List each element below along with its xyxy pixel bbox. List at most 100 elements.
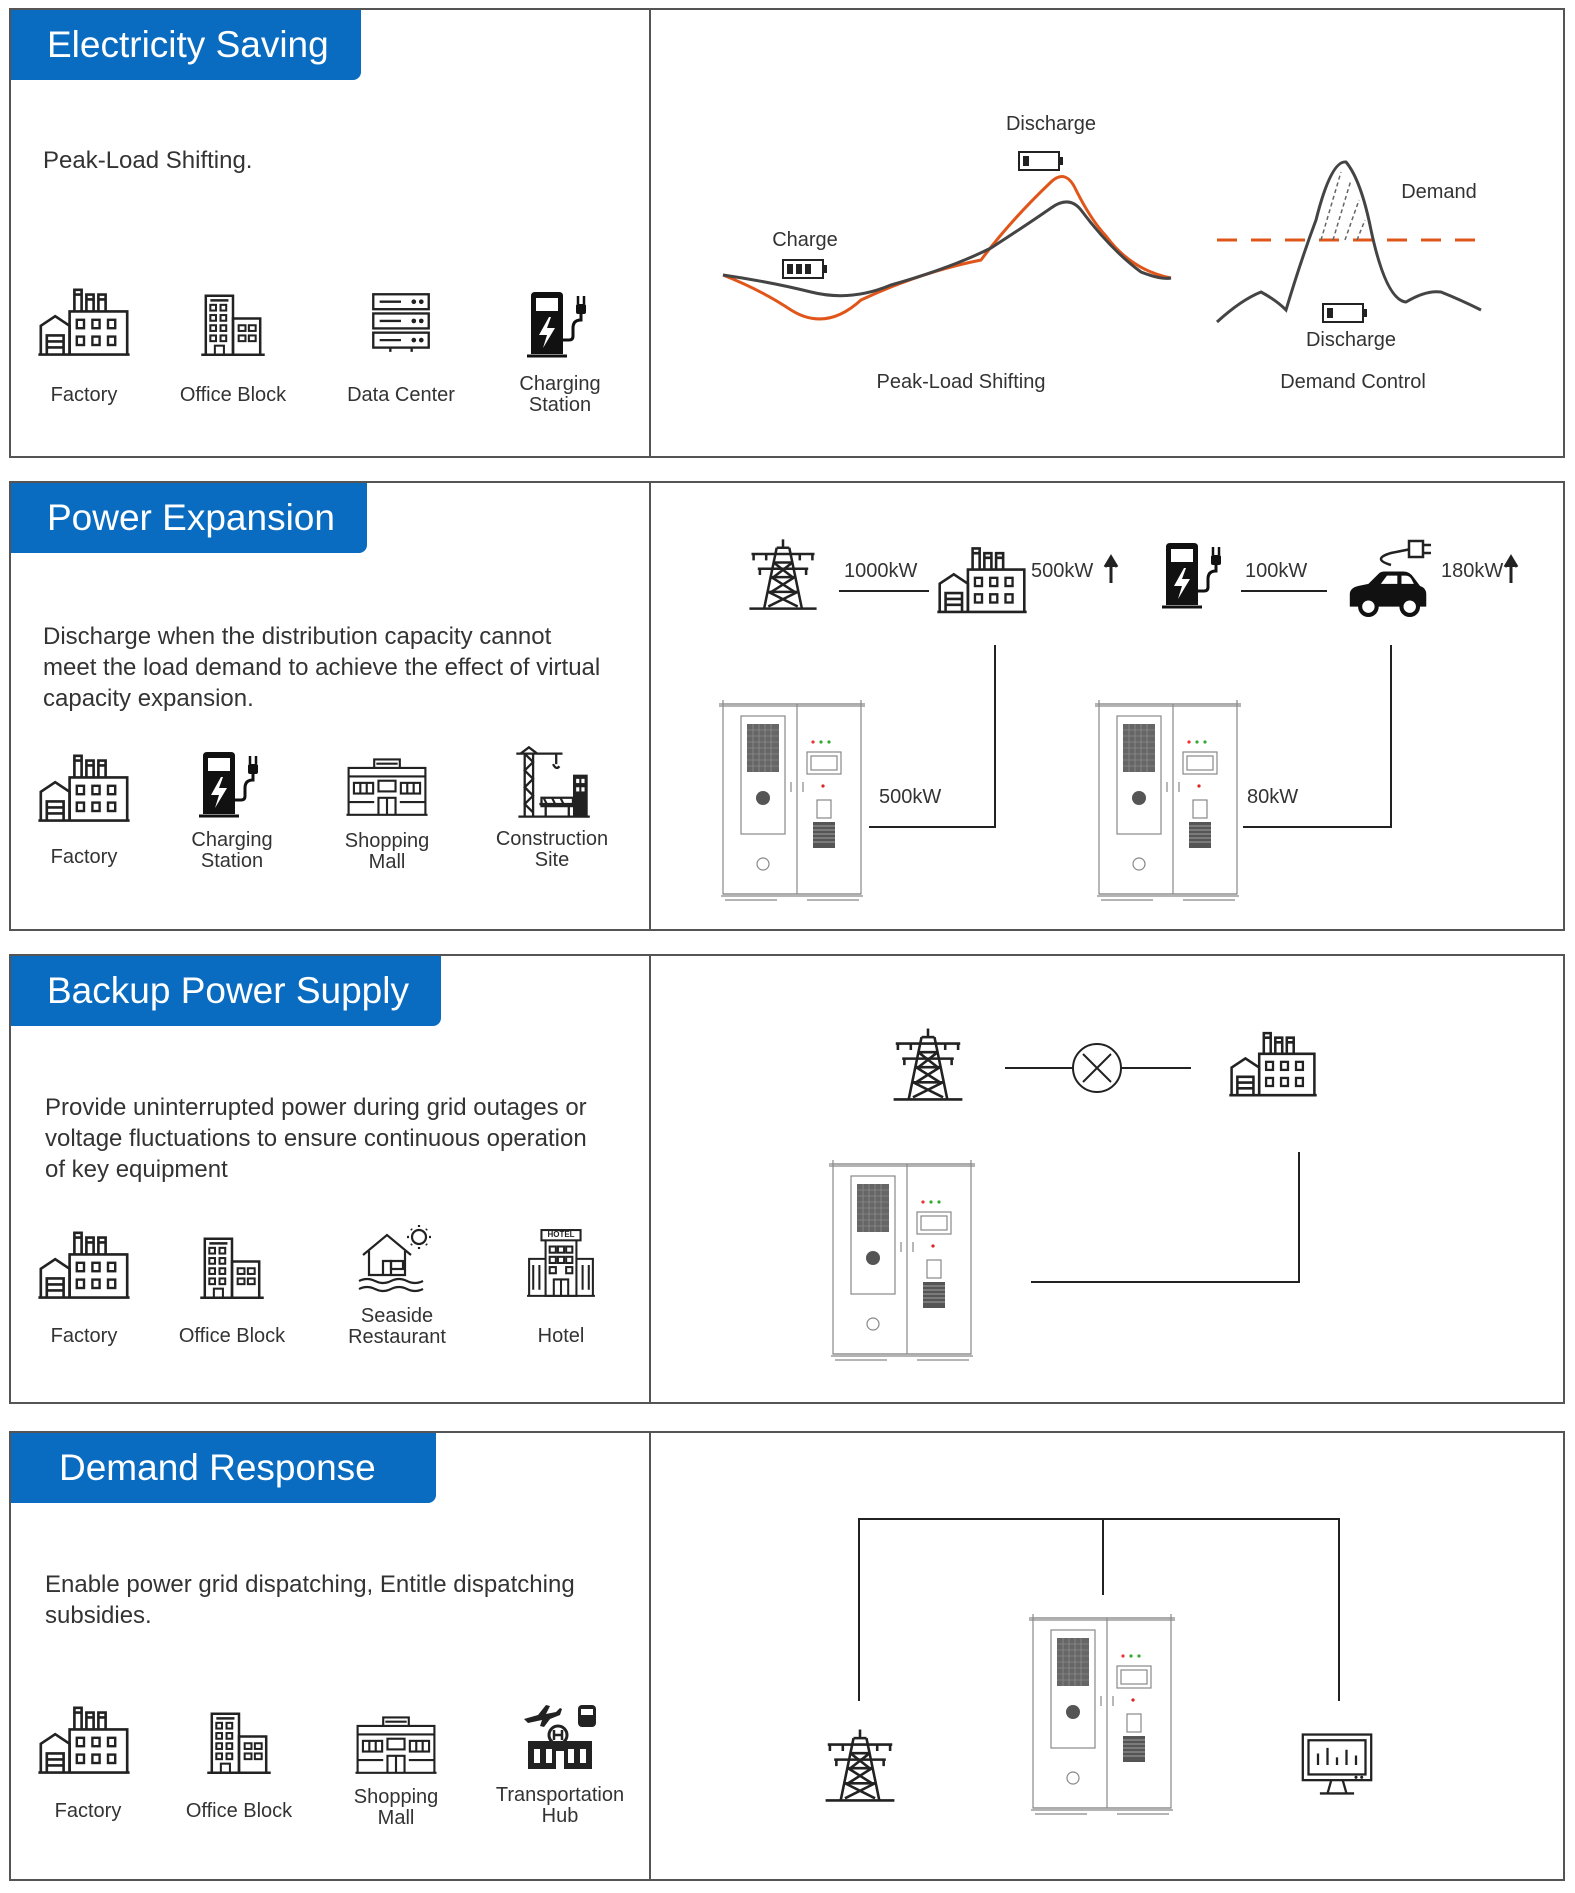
energy-storage-cabinet-2 [1094, 699, 1242, 901]
load-curve [722, 200, 1172, 298]
usecase-shopping-mall: Shopping Mall [312, 753, 462, 873]
electric-car-icon [1350, 572, 1426, 615]
section-demand-response: Demand Response Enable power grid dispat… [9, 1431, 1565, 1881]
section-divider [649, 956, 651, 1402]
usecase-office-block: Office Block [164, 1707, 314, 1822]
usecase-label: Factory [50, 1325, 118, 1347]
usecase-office-block: Office Block [157, 1232, 307, 1347]
charge-curve [722, 175, 1172, 321]
factory-icon [936, 547, 1028, 614]
charging-station-icon [194, 750, 270, 820]
section-divider [649, 1433, 651, 1879]
office-block-icon [203, 1707, 275, 1775]
usecase-label: Hotel [537, 1325, 585, 1347]
backup-link-line [1031, 1152, 1300, 1283]
ev-load-label: 180kW [1441, 560, 1503, 582]
usecase-seaside-restaurant: Seaside Restaurant [322, 1220, 472, 1348]
section-description: Enable power grid dispatching, Entitle d… [45, 1571, 575, 1629]
monitor-icon [1301, 1733, 1373, 1795]
transmission-tower-icon [824, 1728, 896, 1802]
section-description: Peak-Load Shifting. [43, 147, 253, 174]
section-description: Discharge when the distribution capacity… [43, 623, 601, 712]
energy-storage-cabinet-1 [718, 699, 866, 901]
energy-storage-cabinet [828, 1159, 976, 1361]
section-power-expansion: Power Expansion Discharge when the distr… [9, 481, 1565, 931]
usecase-office-block: Office Block [158, 289, 308, 406]
usecase-hotel: HOTEL Hotel [486, 1228, 636, 1347]
peak-load-shifting-caption: Peak-Load Shifting [876, 371, 1045, 393]
usecase-label: Office Block [185, 1800, 293, 1822]
section-divider [649, 10, 651, 456]
demand-curve [1215, 160, 1482, 324]
plug-icon [1379, 539, 1431, 567]
factory-load-label: 500kW [1031, 560, 1093, 582]
peak-shave-hatch [1320, 171, 1366, 241]
usecase-label: Transportation Hub [495, 1784, 625, 1827]
usecase-label: Factory [50, 846, 118, 868]
factory-icon [1228, 1031, 1318, 1097]
disconnect-icon [1072, 1043, 1122, 1093]
usecase-label: Factory [54, 1800, 122, 1822]
transportation-hub-icon [520, 1701, 600, 1771]
increase-arrow-icon [1503, 554, 1519, 583]
discharge-label: Discharge [1306, 329, 1396, 351]
usecase-charging-station: Charging Station [485, 290, 635, 416]
demand-label: Demand [1401, 181, 1477, 203]
section-title: Backup Power Supply [11, 956, 441, 1026]
charger-capacity-label: 100kW [1245, 560, 1307, 582]
demand-response-diagram [824, 1518, 1373, 1815]
section-description: Provide uninterrupted power during grid … [45, 1094, 587, 1183]
shopping-mall-icon [343, 753, 431, 817]
office-block-icon [196, 1232, 268, 1300]
usecase-label: Factory [50, 384, 118, 406]
energy-storage-cabinet [1028, 1613, 1176, 1815]
dispatch-link-lines [858, 1518, 1340, 1701]
storage-output-label-2: 80kW [1247, 786, 1298, 808]
factory-icon [36, 1228, 132, 1300]
usecase-factory: Factory [9, 1228, 159, 1347]
peak-shifting-chart: Charge Discharge Peak-Load Shifting [722, 113, 1172, 393]
charging-station-icon [522, 290, 598, 360]
usecase-factory: Factory [9, 1703, 159, 1822]
storage-link-line-1 [869, 645, 996, 828]
section-title: Power Expansion [11, 483, 367, 553]
power-expansion-diagram: 1000kW 500kW 100kW 180kW 500kW 80kW [718, 538, 1519, 901]
usecase-data-center: Data Center [326, 289, 476, 406]
shopping-mall-icon [352, 1711, 440, 1775]
hotel-sign-text: HOTEL [547, 1230, 575, 1239]
usecase-label: Office Block [178, 1325, 286, 1347]
factory-icon [36, 285, 132, 357]
usecase-label: Office Block [179, 384, 287, 406]
section-backup-power-supply: Backup Power Supply Provide uninterrupte… [9, 954, 1565, 1404]
office-block-icon [197, 289, 269, 357]
transmission-tower-icon [892, 1027, 964, 1101]
usecase-label: Data Center [347, 384, 455, 406]
factory-icon [36, 1703, 132, 1775]
electricity-saving-diagram: Charge Discharge Peak-Load Shifting Dema… [722, 113, 1482, 393]
usecase-label: Charging Station [191, 829, 273, 872]
usecase-factory: Factory [9, 285, 159, 406]
construction-site-icon [510, 745, 594, 819]
demand-control-caption: Demand Control [1280, 371, 1426, 393]
backup-power-diagram [828, 1027, 1318, 1361]
usecase-label: Charging Station [519, 373, 601, 416]
transmission-tower-icon [748, 538, 818, 610]
usecase-charging-station: Charging Station [157, 750, 307, 872]
usecase-factory: Factory [9, 751, 159, 868]
increase-arrow-icon [1103, 554, 1119, 583]
usecase-label: Shopping Mall [353, 1786, 439, 1829]
section-divider [649, 483, 651, 929]
usecase-transportation-hub: Transportation Hub [485, 1701, 635, 1827]
charge-label: Charge [772, 229, 838, 251]
factory-icon [36, 751, 132, 823]
discharge-label: Discharge [1006, 113, 1096, 135]
data-center-icon [369, 289, 433, 355]
section-title: Demand Response [11, 1433, 436, 1503]
seaside-restaurant-icon [357, 1220, 437, 1296]
usecase-construction-site: Construction Site [477, 745, 627, 871]
section-electricity-saving: Electricity Saving Peak-Load Shifting. F… [9, 8, 1565, 458]
storage-output-label-1: 500kW [879, 786, 941, 808]
demand-control-chart: Demand Discharge Demand Control [1215, 160, 1482, 393]
charging-station-icon [1160, 541, 1223, 609]
usecase-label: Seaside Restaurant [348, 1305, 446, 1348]
